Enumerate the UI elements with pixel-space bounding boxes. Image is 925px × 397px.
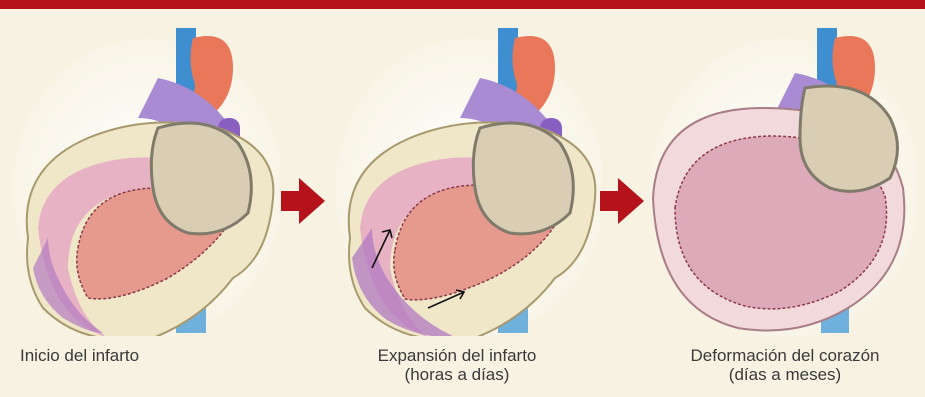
caption-initial-line1: Inicio del infarto — [20, 346, 200, 365]
progression-arrow-icon — [600, 178, 644, 224]
heart-illustration-deformation — [645, 18, 917, 336]
header-bar — [0, 0, 925, 9]
heart-panel-deformation — [645, 18, 917, 336]
caption-expansion-line2: (horas a días) — [352, 365, 562, 384]
arrow-shape — [281, 178, 325, 224]
heart-panel-initial — [8, 18, 280, 336]
caption-initial: Inicio del infarto — [20, 346, 200, 365]
caption-deformation-line2: (días a meses) — [665, 365, 905, 384]
caption-deformation-line1: Deformación del corazón — [665, 346, 905, 365]
arrow-shape — [600, 178, 644, 224]
caption-deformation: Deformación del corazón (días a meses) — [665, 346, 905, 384]
heart-panel-expansion — [330, 18, 602, 336]
heart-illustration-expansion — [330, 18, 602, 336]
caption-expansion-line1: Expansión del infarto — [352, 346, 562, 365]
heart-illustration-initial — [8, 18, 280, 336]
caption-expansion: Expansión del infarto (horas a días) — [352, 346, 562, 384]
progression-arrow-icon — [281, 178, 325, 224]
